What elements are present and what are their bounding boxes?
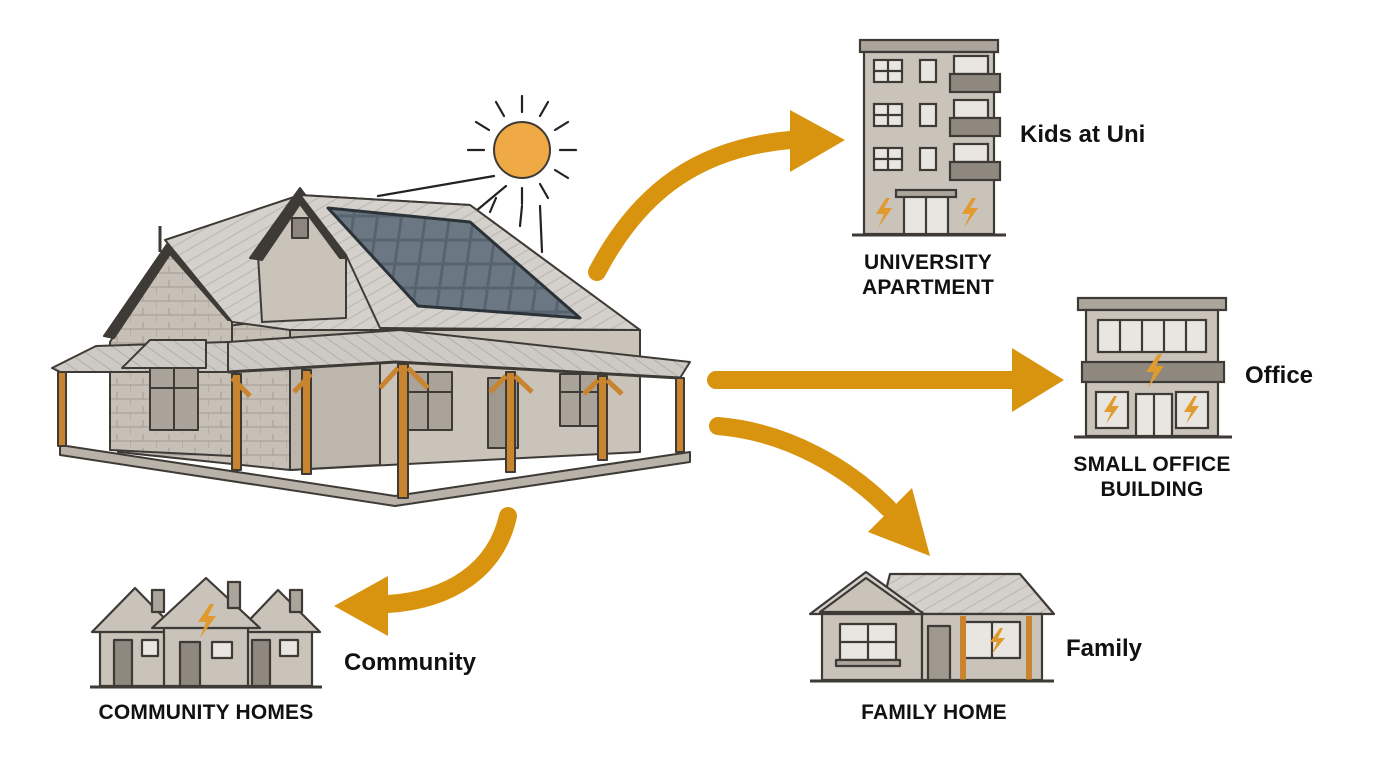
tag-kids-at-uni: Kids at Uni — [1020, 121, 1146, 148]
arrow-to-university-apartment — [588, 110, 845, 281]
caption-small-office-building: SMALL OFFICE BUILDING — [1073, 453, 1231, 502]
caption-family-home: FAMILY HOME — [861, 701, 1007, 724]
arrow-to-community-homes — [334, 507, 517, 636]
arrow-to-office — [707, 348, 1064, 412]
tag-office: Office — [1245, 362, 1314, 389]
tag-community: Community — [344, 649, 476, 676]
caption-university-apartment: UNIVERSITY APARTMENT — [861, 251, 995, 300]
apartment-building-icon — [852, 38, 1006, 237]
tag-family: Family — [1066, 635, 1143, 662]
family-home-icon — [808, 570, 1056, 683]
caption-community-homes: COMMUNITY HOMES — [98, 701, 314, 724]
office-building-icon — [1074, 296, 1232, 439]
community-homes-icon — [90, 576, 322, 689]
house-with-solar-panels-icon — [51, 187, 691, 507]
arrow-to-family-home — [709, 417, 930, 556]
sun-icon — [376, 94, 578, 254]
